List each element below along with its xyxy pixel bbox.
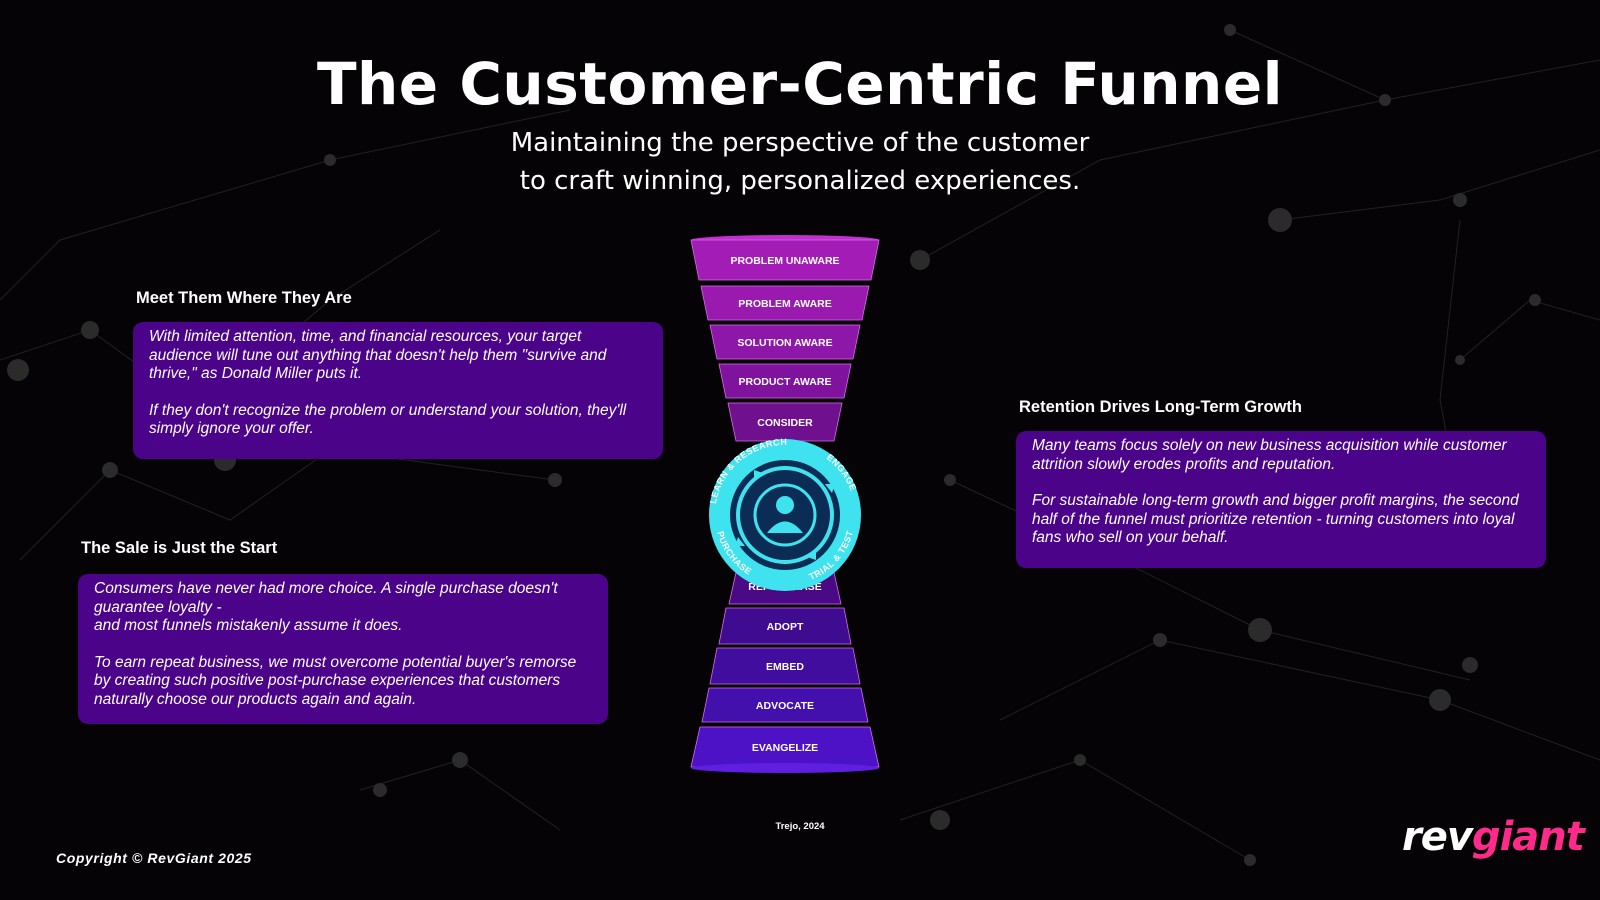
funnel-stage-label: CONSIDER (757, 417, 813, 429)
funnel-stage: EMBED (709, 647, 861, 685)
copyright-text: Copyright © RevGiant 2025 (56, 850, 252, 866)
subtitle-line: to craft winning, personalized experienc… (519, 166, 1081, 196)
funnel-stage: ADVOCATE (701, 687, 869, 723)
customer-cycle-wheel: LEARN & RESEARCH ENGAGE TRIAL & TEST PUR… (708, 437, 861, 591)
subtitle-line: Maintaining the perspective of the custo… (510, 128, 1090, 158)
funnel-diagram: PROBLEM UNAWARE PROBLEM AWARE SOLUTION AWA… (690, 235, 880, 773)
funnel-stage-band (718, 363, 852, 399)
funnel-stage-label: EVANGELIZE (752, 742, 818, 754)
funnel-bottom-rim (691, 763, 879, 773)
funnel-stage-band (690, 726, 880, 768)
funnel-stage-label: PROBLEM AWARE (738, 298, 832, 310)
cycle-center (730, 460, 840, 570)
cycle-arrows-icon (736, 466, 834, 564)
funnel-stage-band (709, 647, 861, 685)
meet-heading: Meet Them Where They Are (136, 289, 352, 307)
funnel-stage: ADOPT (718, 607, 852, 645)
funnel-stage-label: PROBLEM UNAWARE (730, 255, 839, 267)
sale-paragraph: Consumers have never had more choice. A … (94, 580, 558, 634)
meet-text-box: With limited attention, time, and financ… (133, 322, 663, 459)
funnel-stage-label: PRODUCT AWARE (739, 376, 832, 388)
revgiant-logo: revgiant (1402, 814, 1585, 860)
funnel-stage-band (690, 239, 880, 281)
funnel-stage-label: ADVOCATE (756, 700, 814, 712)
meet-paragraph: If they don't recognize the problem or u… (149, 401, 627, 438)
retention-paragraph: For sustainable long-term growth and big… (1032, 492, 1519, 546)
funnel-stage-band (700, 285, 870, 321)
funnel-stage: EVANGELIZE (690, 726, 880, 768)
sale-paragraph: To earn repeat business, we must overcom… (94, 653, 577, 708)
funnel-stage-band (709, 324, 861, 360)
source-credit: Trejo, 2024 (775, 821, 825, 832)
sale-text-box: Consumers have never had more choice. A … (78, 574, 608, 724)
funnel-stage-band (718, 607, 852, 645)
funnel-stage-label: ADOPT (767, 621, 804, 633)
page-subtitle: Maintaining the perspective of the custo… (0, 124, 1600, 200)
meet-paragraph: With limited attention, time, and financ… (149, 328, 607, 382)
funnel-stage-label: EMBED (766, 661, 804, 673)
funnel-stage: PROBLEM UNAWARE (690, 239, 880, 281)
sale-heading: The Sale is Just the Start (81, 539, 278, 557)
funnel-stage-band (727, 402, 843, 442)
retention-paragraph: Many teams focus solely on new business … (1032, 437, 1507, 473)
person-icon (753, 483, 817, 547)
funnel-stage-band (701, 687, 869, 723)
funnel-stage: CONSIDER (727, 402, 843, 442)
page-title: The Customer-Centric Funnel (316, 50, 1284, 118)
retention-text-box: Many teams focus solely on new business … (1016, 431, 1546, 568)
funnel-stage: SOLUTION AWARE (709, 324, 861, 360)
funnel-stage-label: SOLUTION AWARE (737, 337, 832, 349)
funnel-stage: PROBLEM AWARE (700, 285, 870, 321)
retention-heading: Retention Drives Long-Term Growth (1019, 398, 1302, 416)
funnel-stage: PRODUCT AWARE (718, 363, 852, 399)
